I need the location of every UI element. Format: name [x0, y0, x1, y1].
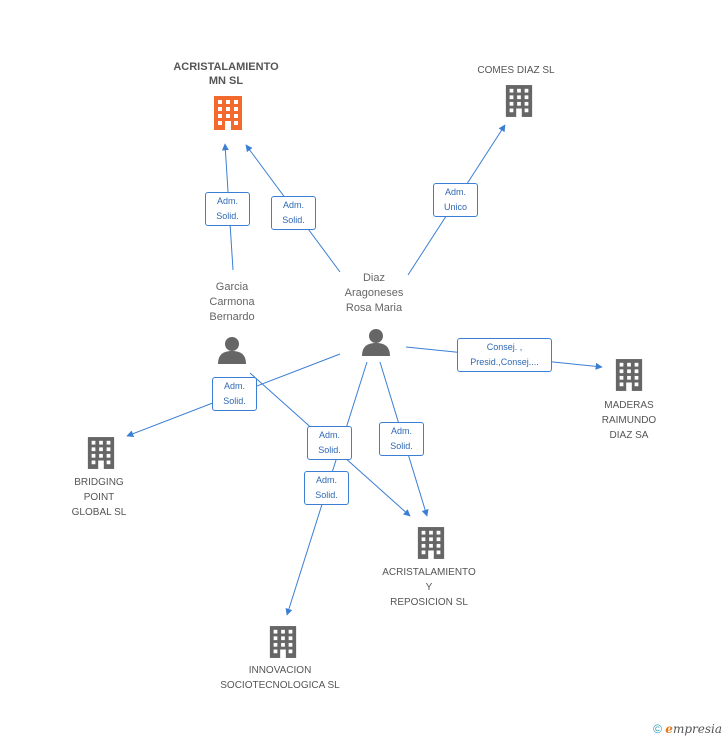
footer-branding: © empresia — [653, 722, 722, 736]
node-label-acristalamiento-mn[interactable]: ACRISTALAMIENTO MN SL — [173, 61, 279, 87]
person-icon[interactable] — [362, 328, 390, 356]
relation-label-diaz-maderas[interactable]: Consej. , Presid.,Consej.... — [457, 338, 552, 372]
node-label-bridging[interactable]: BRIDGING POINT GLOBAL SL — [71, 477, 127, 518]
relation-label-diaz-innov[interactable]: Adm. Solid. — [304, 471, 349, 505]
node-label-innovacion[interactable]: INNOVACION SOCIOTECNOLOGICA SL — [220, 665, 340, 691]
copyright-symbol: © — [653, 722, 662, 736]
relation-label-diaz-rep[interactable]: Adm. Solid. — [379, 422, 424, 456]
node-label-garcia[interactable]: Garcia Carmona Bernardo — [209, 281, 255, 323]
relation-label-garcia-rep[interactable]: Adm. Solid. — [307, 426, 352, 460]
node-label-maderas[interactable]: MADERAS RAIMUNDO DIAZ SA — [601, 400, 657, 441]
building-icon[interactable] — [212, 96, 244, 130]
relation-label-diaz-mn[interactable]: Adm. Solid. — [271, 196, 316, 230]
building-icon[interactable] — [504, 85, 534, 117]
person-icon[interactable] — [218, 336, 246, 364]
node-label-acristalamiento-rep[interactable]: ACRISTALAMIENTO Y REPOSICION SL — [382, 567, 476, 608]
empresia-logo: empresia — [665, 722, 722, 736]
relation-label-diaz-bridging[interactable]: Adm. Solid. — [212, 377, 257, 411]
building-icon[interactable] — [416, 527, 446, 559]
node-label-comes-diaz[interactable]: COMES DIAZ SL — [477, 65, 555, 76]
building-icon[interactable] — [614, 359, 644, 391]
building-icon[interactable] — [268, 626, 298, 658]
relation-label-garcia-mn[interactable]: Adm. Solid. — [205, 192, 250, 226]
building-icon[interactable] — [86, 437, 116, 469]
relation-label-diaz-comes[interactable]: Adm. Unico — [433, 183, 478, 217]
node-label-diaz[interactable]: Diaz Aragoneses Rosa Maria — [344, 272, 404, 314]
